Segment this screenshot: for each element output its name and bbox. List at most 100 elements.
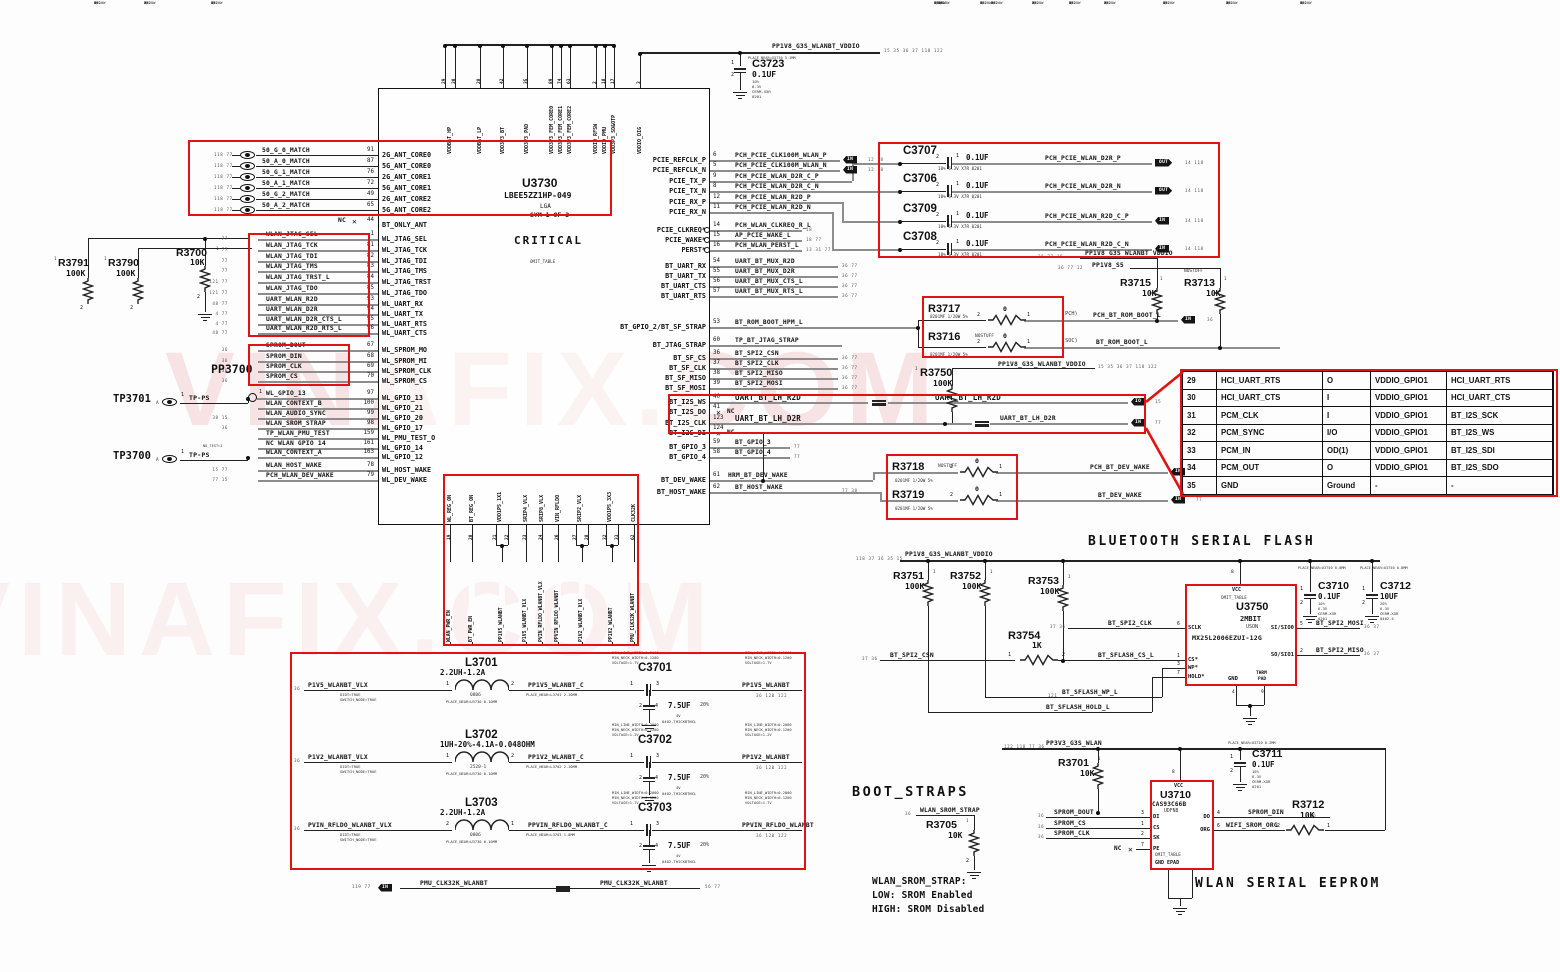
wire [643,848,655,851]
nc-icon: ✕ [716,429,721,438]
pin-number: 2 [639,703,643,709]
wire [257,398,378,400]
wire [1168,870,1170,898]
pin-number: 1 [181,449,185,455]
bottom-pin-number: 62 [631,534,636,540]
pin-table-cell: 32 [1183,424,1217,442]
wire [740,690,802,692]
pin-number: 87 [367,158,374,164]
pin-table-cell: VDDIO_GPIO1 [1371,442,1447,460]
res-refdes: R3700 [176,247,207,259]
pin-number: 1 [956,239,960,245]
net-label: PCH_PCIE_CLK100M_WLAN_N [735,161,827,169]
component-spec: 201 [934,0,941,5]
wire [975,424,989,427]
port-in-icon: IN [1131,419,1146,427]
wire [738,98,742,100]
resistor-icon [988,314,1026,326]
net-refs: 77 15 [212,477,228,482]
bottom-net-label: PP1V5_WLANBT [499,562,505,642]
pin-name: PCIE_TX_P [669,176,706,185]
net-refs: 36 77 12 [1058,265,1083,270]
wire [873,472,875,480]
net-label: UART_BT_LH_D2R [735,414,802,423]
ic-part: MX25L2006EZUI-12G [1192,634,1262,642]
pin-number: 2 [936,154,940,160]
wire [1157,258,1159,288]
wire [256,188,378,190]
power-net-label: PP3700 [211,362,253,376]
option-note: NO_TEST=1 [203,444,223,448]
pin-name: WL_JTAG_SEL [382,234,428,243]
ic-cap: 2MBIT [1240,615,1262,623]
top-pin-number: 30 [452,78,457,84]
bottom-pin-number: 26 [555,534,560,540]
active-low-bubble-icon [704,237,710,243]
wire [1245,721,1255,723]
resistor-icon [1057,585,1069,611]
wire [974,856,976,870]
wire [740,830,802,832]
connector-pin-icon [167,400,172,404]
res-value: 100K [962,582,982,591]
wire [508,525,510,545]
top-pin-number: 63 [567,78,572,84]
wire [552,44,554,88]
junction-dot [638,51,642,56]
net-label: BT_SFLASH_WP_L [1062,689,1118,696]
pin-table-cell: PCM_CLK [1217,407,1323,425]
wire [649,684,652,696]
net-refs: 119 77 [352,884,371,889]
wire [198,314,212,316]
wire [642,797,656,799]
pin-number: 3 [1141,811,1144,816]
pin-name: GND EPAD [1155,860,1180,866]
ref-sup: 1 [990,569,993,574]
ref-sup: 1 [1160,276,1163,281]
pin-name: WL_SPROM_CS [382,376,428,385]
wire [985,560,987,580]
component-spec: MF [1300,0,1305,5]
net-label: WLAN_SROM_STRAP [920,806,980,814]
wire [643,845,655,847]
pin-number: 1 [1141,822,1144,827]
pin-number: 1 [1362,586,1366,592]
pin-name: BT_UART_RTS [660,291,706,300]
pin-name: BT_GPIO_4 [669,452,706,461]
wire [304,690,452,692]
wire [88,238,90,278]
junction-dot [568,43,572,48]
pin-number: 40 [713,394,720,400]
active-low-bubble-icon [704,227,710,233]
wire [1178,914,1182,916]
net-label: BT_SFLASH_HOLD_L [1046,704,1110,711]
ic-part: CAS93C66B [1152,801,1187,808]
net-label: NC [338,217,346,224]
pin-number: 1 [630,753,634,759]
top-pin-number: 17 [611,78,616,84]
net-refs: 36 [221,425,228,430]
wire [710,480,873,482]
junction-dot [550,43,554,48]
place-note: PLACE_NEAR=U3730 0.10MM [446,840,498,844]
wire [1175,911,1185,913]
junction-dot [1096,810,1100,815]
wire [400,888,700,890]
component-spec: 201 [94,0,101,5]
res-value: 100K [933,379,953,388]
net-label: UART_BT_MUX_CTS_L [735,277,803,285]
component-spec: 5% [211,0,216,5]
wire [1372,599,1374,614]
pin-number: 163 [363,449,374,455]
pin-number: 2 [80,305,84,311]
wire [614,44,616,88]
net-label: NC WLAN GPIO 14 [266,439,326,447]
pin-table-cell: I [1323,389,1371,407]
wire [1162,668,1185,670]
pin-number: 2 [1230,768,1234,774]
wire [950,185,953,197]
net-label: UART_WLAN_R2D [266,295,318,303]
pin-name: THRM [1256,671,1267,676]
res-value: 10K [948,831,963,840]
